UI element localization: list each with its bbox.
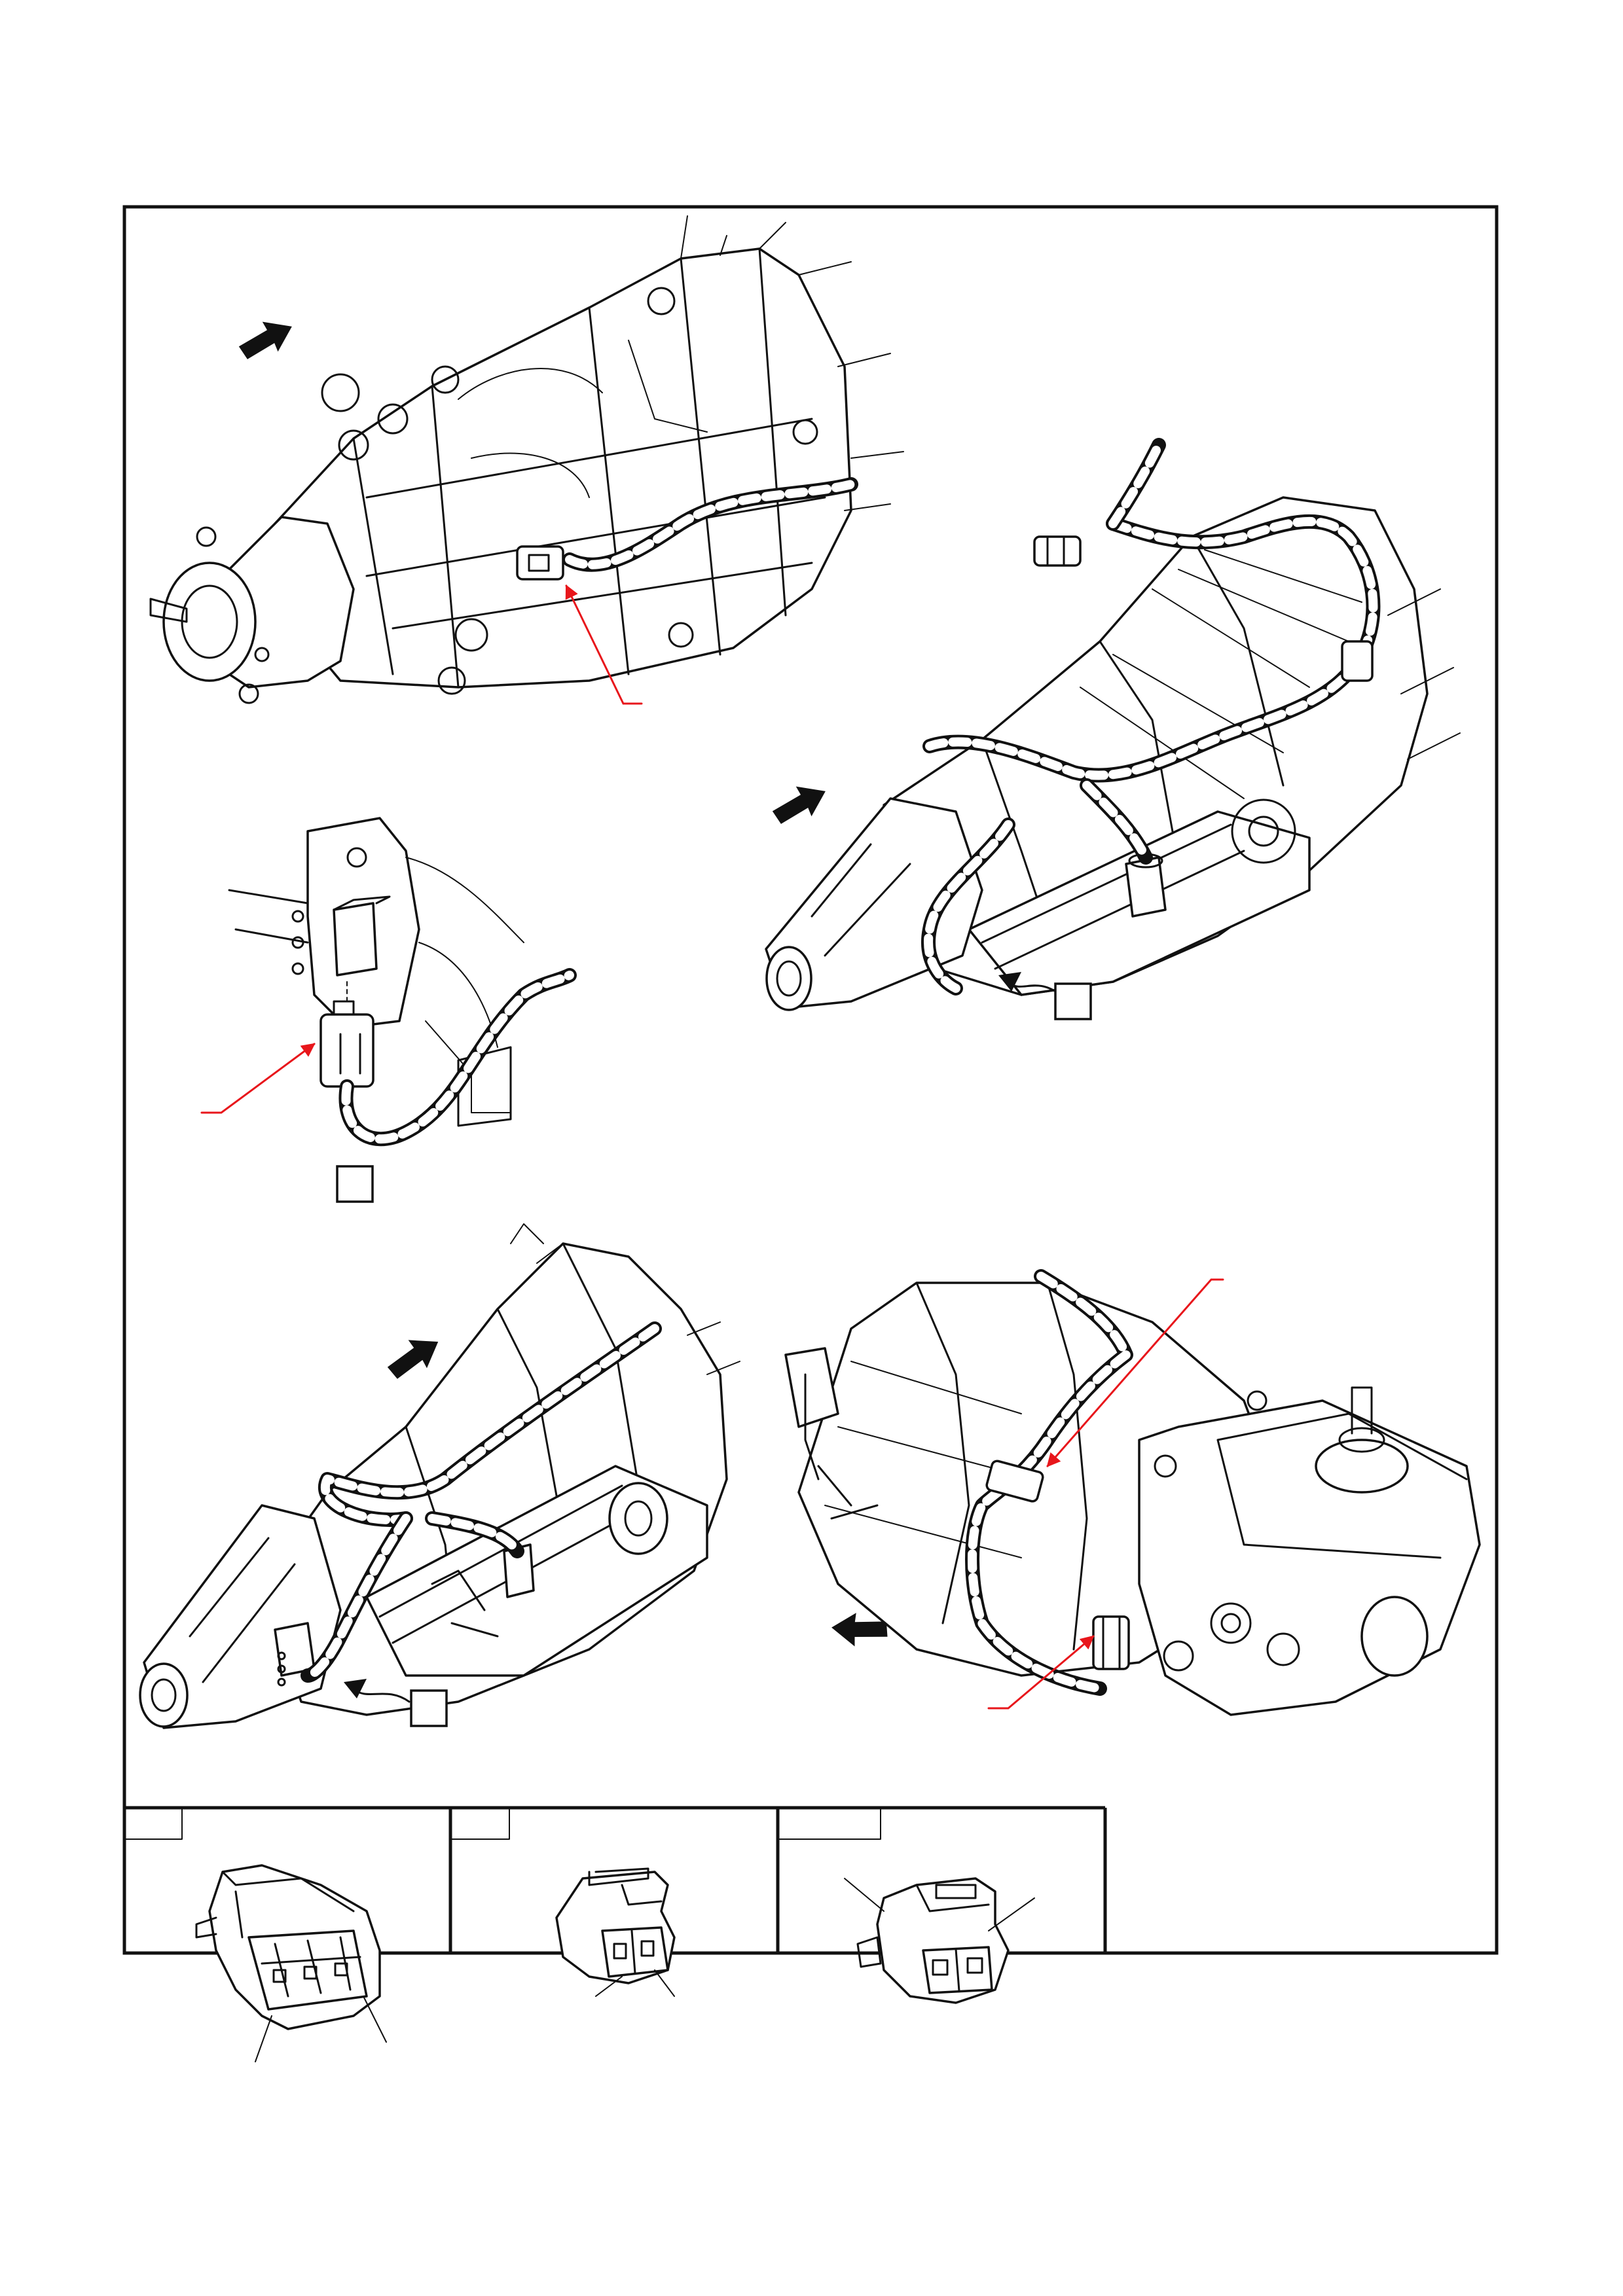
connector-panel-a xyxy=(124,1808,386,2062)
callout-line xyxy=(202,1044,314,1113)
reference-box xyxy=(1055,984,1091,1019)
manual-transmission-bottom-view xyxy=(786,1276,1480,1715)
automatic-transmission-bottom-view xyxy=(140,1224,740,1728)
direction-arrow-icon xyxy=(234,315,297,360)
connector-panel-b xyxy=(450,1808,674,1996)
direction-arrow-icon xyxy=(768,780,831,825)
three-pin-connector-icon xyxy=(196,1865,386,2062)
automatic-transmission-right-view xyxy=(766,445,1460,1019)
reference-box xyxy=(411,1691,447,1726)
direction-arrow-icon xyxy=(381,1331,445,1380)
connector-closeup-view xyxy=(202,818,570,1202)
two-pin-connector-icon xyxy=(845,1878,1034,2003)
connector-panel-c xyxy=(778,1808,1034,2003)
two-pin-connector-icon xyxy=(556,1869,674,1996)
manual-transmission-top-view xyxy=(151,216,903,704)
reference-box xyxy=(337,1166,373,1202)
